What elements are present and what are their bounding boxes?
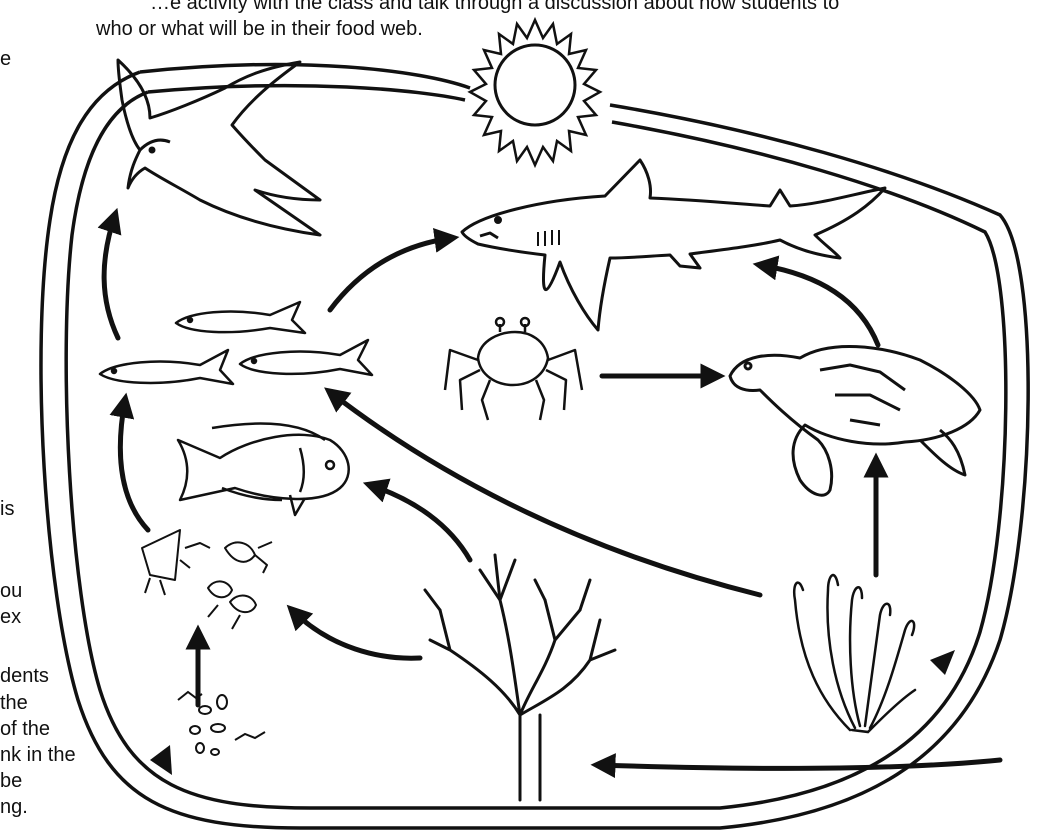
seagrass-icon — [794, 575, 915, 732]
coral-icon — [425, 555, 615, 800]
arrow-fish-to-shark — [330, 238, 452, 310]
sea-turtle-icon — [730, 346, 980, 495]
habitat-boundary — [41, 65, 1028, 828]
arrow-fish-to-seabird — [104, 215, 118, 338]
arrowhead-to-seagrass — [930, 650, 955, 675]
reef-fish-icon — [178, 424, 349, 515]
arrow-seagrass-to-coral — [598, 760, 1000, 768]
sun-icon — [470, 20, 600, 165]
arrowhead-to-detritus — [150, 745, 172, 775]
crab-icon — [445, 318, 582, 420]
arrow-coral-to-reef-fish — [370, 485, 470, 560]
arrow-plankton-to-fish — [120, 400, 148, 530]
small-fish-icon — [100, 302, 372, 384]
food-web-arrows — [104, 215, 1000, 768]
zooplankton-icon — [142, 530, 272, 629]
arrow-coral-to-plankton — [292, 610, 420, 658]
arrow-turtle-to-shark — [760, 265, 878, 345]
shark-icon — [462, 160, 885, 330]
detritus-icon — [178, 692, 265, 755]
